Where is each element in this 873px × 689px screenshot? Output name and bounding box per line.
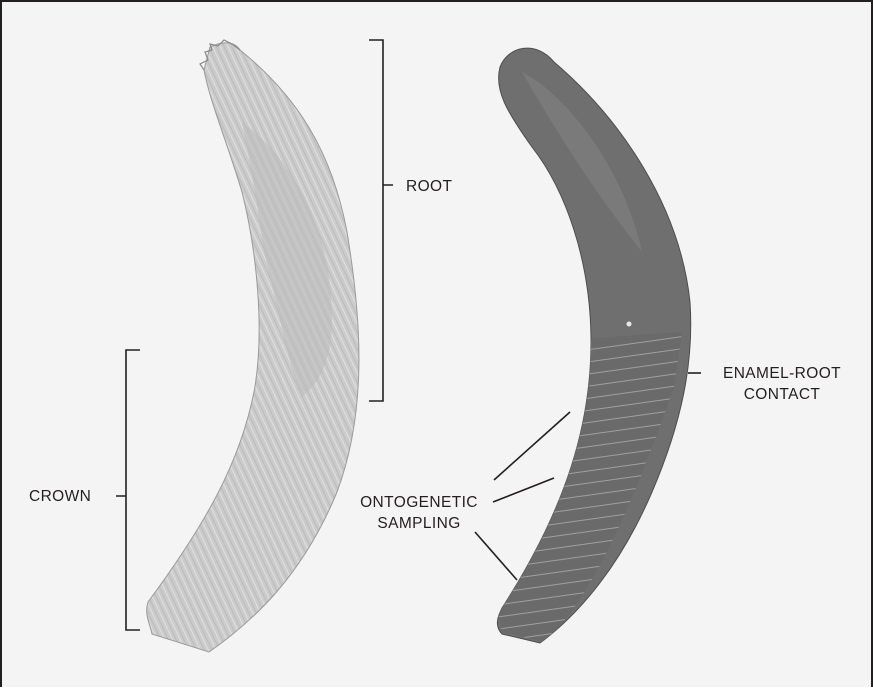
ontogenetic-sampling-label: ONTOGENETIC SAMPLING bbox=[354, 492, 484, 534]
crown-bracket bbox=[116, 350, 140, 630]
ontogenetic-sampling-label-line2: SAMPLING bbox=[354, 513, 484, 534]
sampling-leader-line-middle bbox=[493, 478, 554, 502]
ontogenetic-sampling-label-line1: ONTOGENETIC bbox=[354, 492, 484, 513]
sampling-leader-line-lower bbox=[475, 532, 517, 580]
crown-label: CROWN bbox=[29, 486, 91, 507]
enamel-root-contact-label: ENAMEL-ROOT CONTACT bbox=[707, 363, 857, 405]
sampling-leader-line-upper bbox=[494, 412, 570, 480]
root-bracket bbox=[369, 40, 393, 401]
enamel-root-contact-label-line2: CONTACT bbox=[707, 384, 857, 405]
root-label: ROOT bbox=[406, 176, 452, 197]
enamel-root-contact-label-line1: ENAMEL-ROOT bbox=[707, 363, 857, 384]
